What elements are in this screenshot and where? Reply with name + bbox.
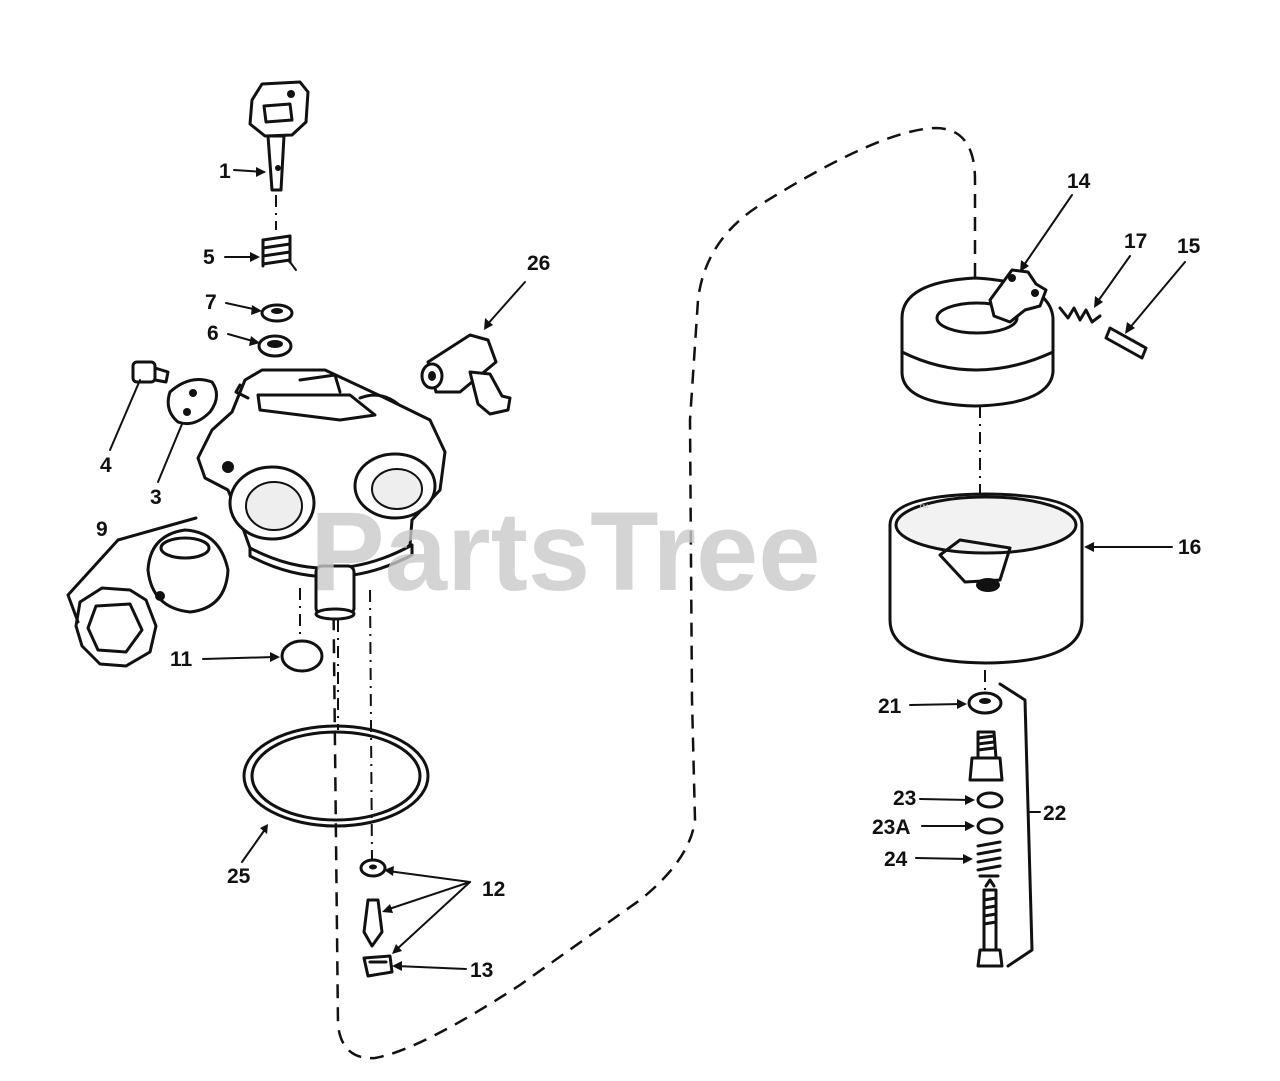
label-part-4: 4 — [100, 454, 112, 477]
watermark-trademark: ™ — [918, 503, 929, 515]
part-24-spring — [976, 840, 1002, 878]
label-part-17: 17 — [1124, 230, 1147, 253]
part-26-fuel-fitting — [420, 333, 512, 416]
part-4-screw — [131, 360, 170, 384]
label-part-16: 16 — [1178, 536, 1201, 559]
part-21-washer — [967, 691, 1003, 715]
label-part-7: 7 — [205, 291, 217, 314]
part-15-pin — [1104, 326, 1148, 360]
assembly-path-dashed — [331, 126, 977, 1060]
part-23a-washer — [976, 817, 1004, 835]
carburetor-body — [196, 368, 447, 621]
part-9-primer-assembly — [66, 516, 230, 668]
label-part-23: 23 — [893, 787, 916, 810]
label-part-22: 22 — [1043, 802, 1066, 825]
label-part-13: 13 — [470, 959, 493, 982]
part-13-clip — [362, 954, 394, 978]
label-part-15: 15 — [1177, 235, 1201, 258]
label-part-12: 12 — [482, 878, 505, 901]
part-22-needle-screw — [976, 878, 1004, 968]
part-16-bowl — [888, 492, 1084, 665]
label-part-3: 3 — [150, 486, 162, 509]
label-part-1: 1 — [219, 160, 231, 183]
label-part-6: 6 — [207, 322, 219, 345]
label-part-26: 26 — [527, 252, 550, 275]
label-part-5: 5 — [203, 246, 215, 269]
part-1-choke-shaft — [248, 80, 310, 192]
label-part-21: 21 — [878, 695, 902, 718]
part-25-gasket — [242, 724, 430, 828]
part-14-float — [900, 268, 1055, 408]
leader-lines — [109, 167, 1186, 971]
part-6-seal — [257, 334, 293, 358]
label-part-14: 14 — [1067, 170, 1091, 193]
part-5-spring — [261, 234, 297, 271]
part-17-spring — [1058, 306, 1102, 324]
part-22-nozzle — [968, 730, 1004, 782]
label-part-11: 11 — [170, 648, 193, 671]
label-part-9: 9 — [96, 518, 108, 541]
label-part-25: 25 — [227, 865, 251, 888]
label-part-24: 24 — [884, 848, 908, 871]
part-11-seal — [280, 639, 324, 673]
part-12-needle-parts — [359, 858, 387, 948]
label-part-23a: 23A — [872, 816, 911, 839]
part-23-oring — [976, 791, 1004, 809]
watermark: PartsTree — [310, 489, 821, 614]
part-3-plate — [166, 378, 218, 426]
